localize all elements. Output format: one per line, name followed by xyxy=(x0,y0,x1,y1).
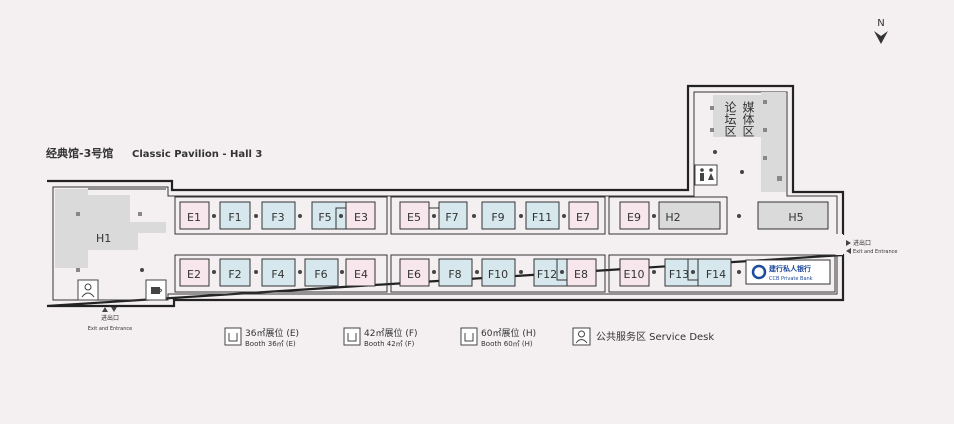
svg-text:E2: E2 xyxy=(187,268,201,281)
entrance-left[interactable]: 进出口 Exit and Entrance xyxy=(88,307,132,332)
sponsor-name: 建行私人银行 xyxy=(769,264,811,273)
svg-text:Booth 60㎡ (H): Booth 60㎡ (H) xyxy=(481,340,533,348)
svg-text:F11: F11 xyxy=(532,211,552,224)
entrance-right[interactable]: 进出口 Exit and Entrance xyxy=(846,239,897,255)
booth-e7[interactable]: E7 xyxy=(568,201,599,230)
booth-f3[interactable]: F3 xyxy=(261,201,296,230)
booth-e5[interactable]: E5 xyxy=(399,201,430,230)
booth-f7[interactable]: F7 xyxy=(438,201,468,230)
svg-text:E5: E5 xyxy=(407,211,421,224)
h1-label: H1 xyxy=(96,232,111,245)
svg-text:F8: F8 xyxy=(448,268,461,281)
entrance-right-cn: 进出口 xyxy=(853,239,871,247)
svg-text:F14: F14 xyxy=(706,268,726,281)
booth-h5[interactable]: H5 xyxy=(757,201,829,230)
svg-text:E9: E9 xyxy=(627,211,641,224)
svg-text:F12: F12 xyxy=(537,268,557,281)
svg-text:36㎡展位 (E): 36㎡展位 (E) xyxy=(245,327,299,339)
legend-h: 60㎡展位 (H) Booth 60㎡ (H) xyxy=(460,327,536,348)
booth-e6[interactable]: E6 xyxy=(399,258,430,287)
booth-f9[interactable]: F9 xyxy=(481,201,516,230)
sponsor-name-en: CCB Private Bank xyxy=(769,276,813,282)
booth-e3[interactable]: E3 xyxy=(345,201,376,230)
booth-f14[interactable]: F14 xyxy=(697,258,732,287)
svg-text:F10: F10 xyxy=(488,268,508,281)
ccb-logo-icon xyxy=(751,264,767,280)
booth-f2[interactable]: F2 xyxy=(219,258,251,287)
hall-title-en: Classic Pavilion - Hall 3 xyxy=(132,149,262,160)
restroom-icon xyxy=(694,164,718,186)
svg-text:F3: F3 xyxy=(271,211,284,224)
booth-f1[interactable]: F1 xyxy=(219,201,251,230)
svg-text:E1: E1 xyxy=(187,211,201,224)
arrow-up-icon xyxy=(102,307,108,312)
booth-e9[interactable]: E9 xyxy=(619,201,650,230)
svg-text:E7: E7 xyxy=(576,211,590,224)
booth-f4[interactable]: F4 xyxy=(261,258,296,287)
svg-text:F2: F2 xyxy=(228,268,241,281)
legend-e: 36㎡展位 (E) Booth 36㎡ (E) xyxy=(224,327,299,348)
arrow-left-icon xyxy=(846,248,851,254)
booth-h2[interactable]: H2 xyxy=(658,201,721,230)
north-arrow-icon xyxy=(874,31,888,44)
hall-inner-wall xyxy=(52,91,838,301)
booth-e4[interactable]: E4 xyxy=(345,258,376,287)
legend-f: 42㎡展位 (F) Booth 42㎡ (F) xyxy=(343,327,418,348)
svg-text:F7: F7 xyxy=(445,211,458,224)
hall-outer-wall xyxy=(46,84,845,308)
booth-e1[interactable]: E1 xyxy=(179,201,210,230)
svg-text:E4: E4 xyxy=(354,268,368,281)
svg-text:F4: F4 xyxy=(271,268,284,281)
entrance-left-en: Exit and Entrance xyxy=(88,326,132,332)
legend: 36㎡展位 (E) Booth 36㎡ (E) 42㎡展位 (F) Booth … xyxy=(224,327,714,348)
booth-f10[interactable]: F10 xyxy=(481,258,516,287)
svg-text:60㎡展位 (H): 60㎡展位 (H) xyxy=(481,327,536,339)
svg-text:Booth 36㎡ (E): Booth 36㎡ (E) xyxy=(245,340,296,348)
media-label: 媒体区 xyxy=(741,101,755,137)
h1-area: H1 xyxy=(55,188,167,301)
svg-text:Booth 42㎡ (F): Booth 42㎡ (F) xyxy=(364,340,415,348)
svg-text:F6: F6 xyxy=(314,268,327,281)
booth-e2[interactable]: E2 xyxy=(179,258,210,287)
arrow-down-icon xyxy=(111,307,117,312)
svg-text:公共服务区 Service Desk: 公共服务区 Service Desk xyxy=(596,330,714,343)
svg-text:F1: F1 xyxy=(228,211,241,224)
svg-text:E8: E8 xyxy=(574,268,588,281)
booth-f11[interactable]: F11 xyxy=(525,201,560,230)
booth-e10[interactable]: E10 xyxy=(619,258,650,287)
entrance-left-cn: 进出口 xyxy=(101,314,119,322)
north-compass: N xyxy=(874,18,888,44)
booth-f6[interactable]: F6 xyxy=(304,258,339,287)
main-corridor xyxy=(172,234,843,255)
entrance-right-en: Exit and Entrance xyxy=(853,249,897,255)
forum-area: 论坛区 媒体区 xyxy=(694,92,786,192)
compass-label: N xyxy=(877,18,884,29)
booth-f8[interactable]: F8 xyxy=(438,258,473,287)
svg-text:E3: E3 xyxy=(354,211,368,224)
svg-text:E6: E6 xyxy=(407,268,421,281)
sponsor-booth[interactable]: 建行私人银行 CCB Private Bank xyxy=(745,259,831,285)
svg-text:F5: F5 xyxy=(318,211,331,224)
svg-text:F9: F9 xyxy=(491,211,504,224)
svg-text:F13: F13 xyxy=(669,268,689,281)
svg-text:42㎡展位 (F): 42㎡展位 (F) xyxy=(364,327,418,339)
booth-e8[interactable]: E8 xyxy=(566,258,597,287)
svg-text:H2: H2 xyxy=(665,211,680,224)
svg-text:E10: E10 xyxy=(624,268,645,281)
forum-label: 论坛区 xyxy=(723,101,737,137)
svg-text:H5: H5 xyxy=(788,211,803,224)
hall-title-cn: 经典馆-3号馆 xyxy=(46,146,113,160)
legend-service-desk: 公共服务区 Service Desk xyxy=(572,327,714,346)
arrow-right-icon xyxy=(846,240,851,246)
